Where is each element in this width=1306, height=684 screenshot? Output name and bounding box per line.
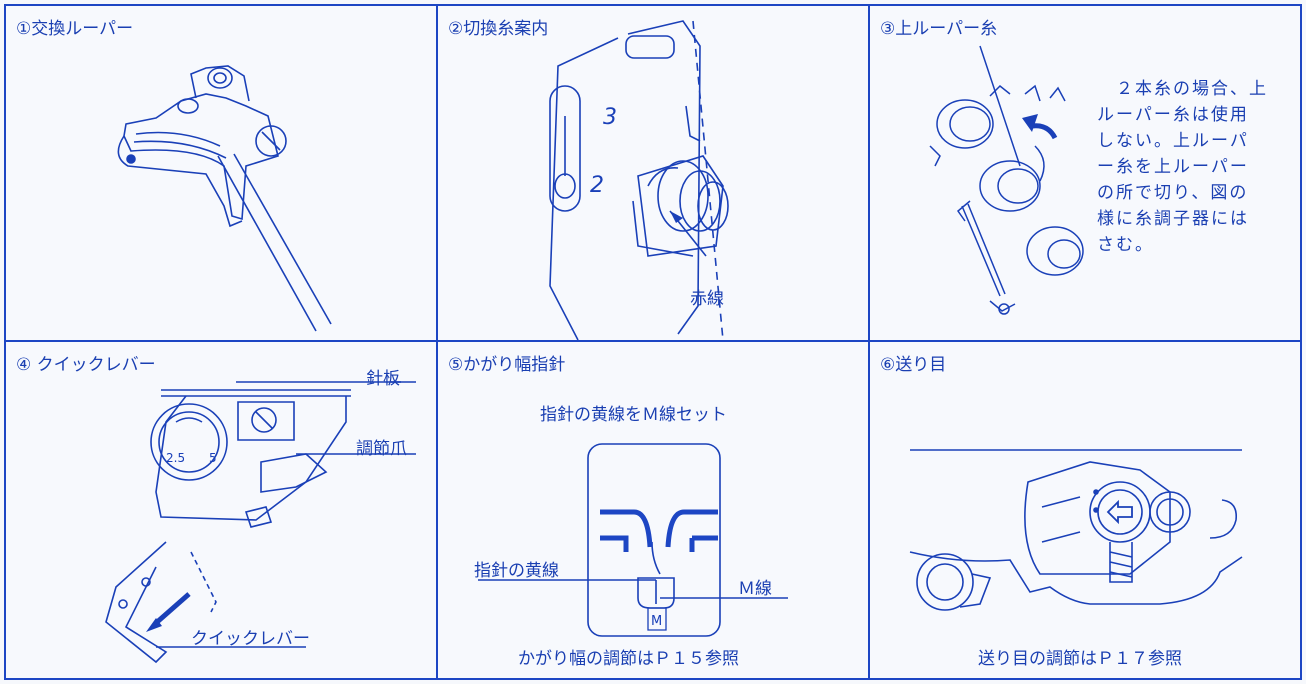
stitch-length-illustration [870,342,1300,676]
tension-dials-illustration [870,6,1300,340]
panel-title: ②切換糸案内 [448,19,549,39]
thread-guide-illustration: 3 2 [438,6,868,340]
width-adjust-footer: かがり幅の調節はＰ１５参照 [518,649,739,669]
panel-title: ⑥送り目 [880,355,947,375]
pointer-yellow-line-label: 指針の黄線 [474,561,559,581]
two-thread-note: ２本糸の場合、上 ルーパー糸は使用 しない。上ルーパ ー糸を上ルーパー の所で切… [1097,79,1268,255]
stitch-length-footer: 送り目の調節はＰ１７参照 [978,649,1182,669]
number-2-label: 2 [590,173,604,198]
pointer-instruction: 指針の黄線をＭ線セット [540,405,727,425]
dial-min-label: 2.5 [166,451,185,465]
number-3-label: 3 [603,105,617,130]
panel-title: ④ クイックレバー [16,355,156,375]
m-marker: M [651,614,662,629]
panel-stitch-length: ⑥送り目 [870,342,1300,678]
dial-max-label: 5 [209,451,217,465]
red-line-label: 赤線 [690,289,724,309]
panel-upper-looper-thread: ③上ルーパー糸 [870,6,1300,342]
panel-exchange-looper: ①交換ルーパー [6,6,438,342]
panel-title: ①交換ルーパー [16,19,134,39]
quick-lever-illustration: 2.5 5 [6,342,436,676]
panel-title: ③上ルーパー糸 [880,19,998,39]
needle-plate-label: 針板 [366,369,400,389]
panel-title: ⑤かがり幅指針 [448,355,566,375]
quick-lever-label: クイックレバー [191,629,310,649]
adjust-claw-label: 調節爪 [356,439,407,459]
panel-quick-lever: ④ クイックレバー [6,342,438,678]
m-line-label: Ｍ線 [738,579,772,599]
width-pointer-illustration: M [438,342,868,676]
panel-switch-thread-guide: ②切換糸案内 3 2 [438,6,870,342]
looper-illustration [6,6,436,340]
instruction-grid: ①交換ルーパー ②切換糸案内 [4,4,1302,680]
panel-overlock-width-pointer: ⑤かがり幅指針 指針の黄線をＭ線セット M 指針の黄線 Ｍ [438,342,870,678]
